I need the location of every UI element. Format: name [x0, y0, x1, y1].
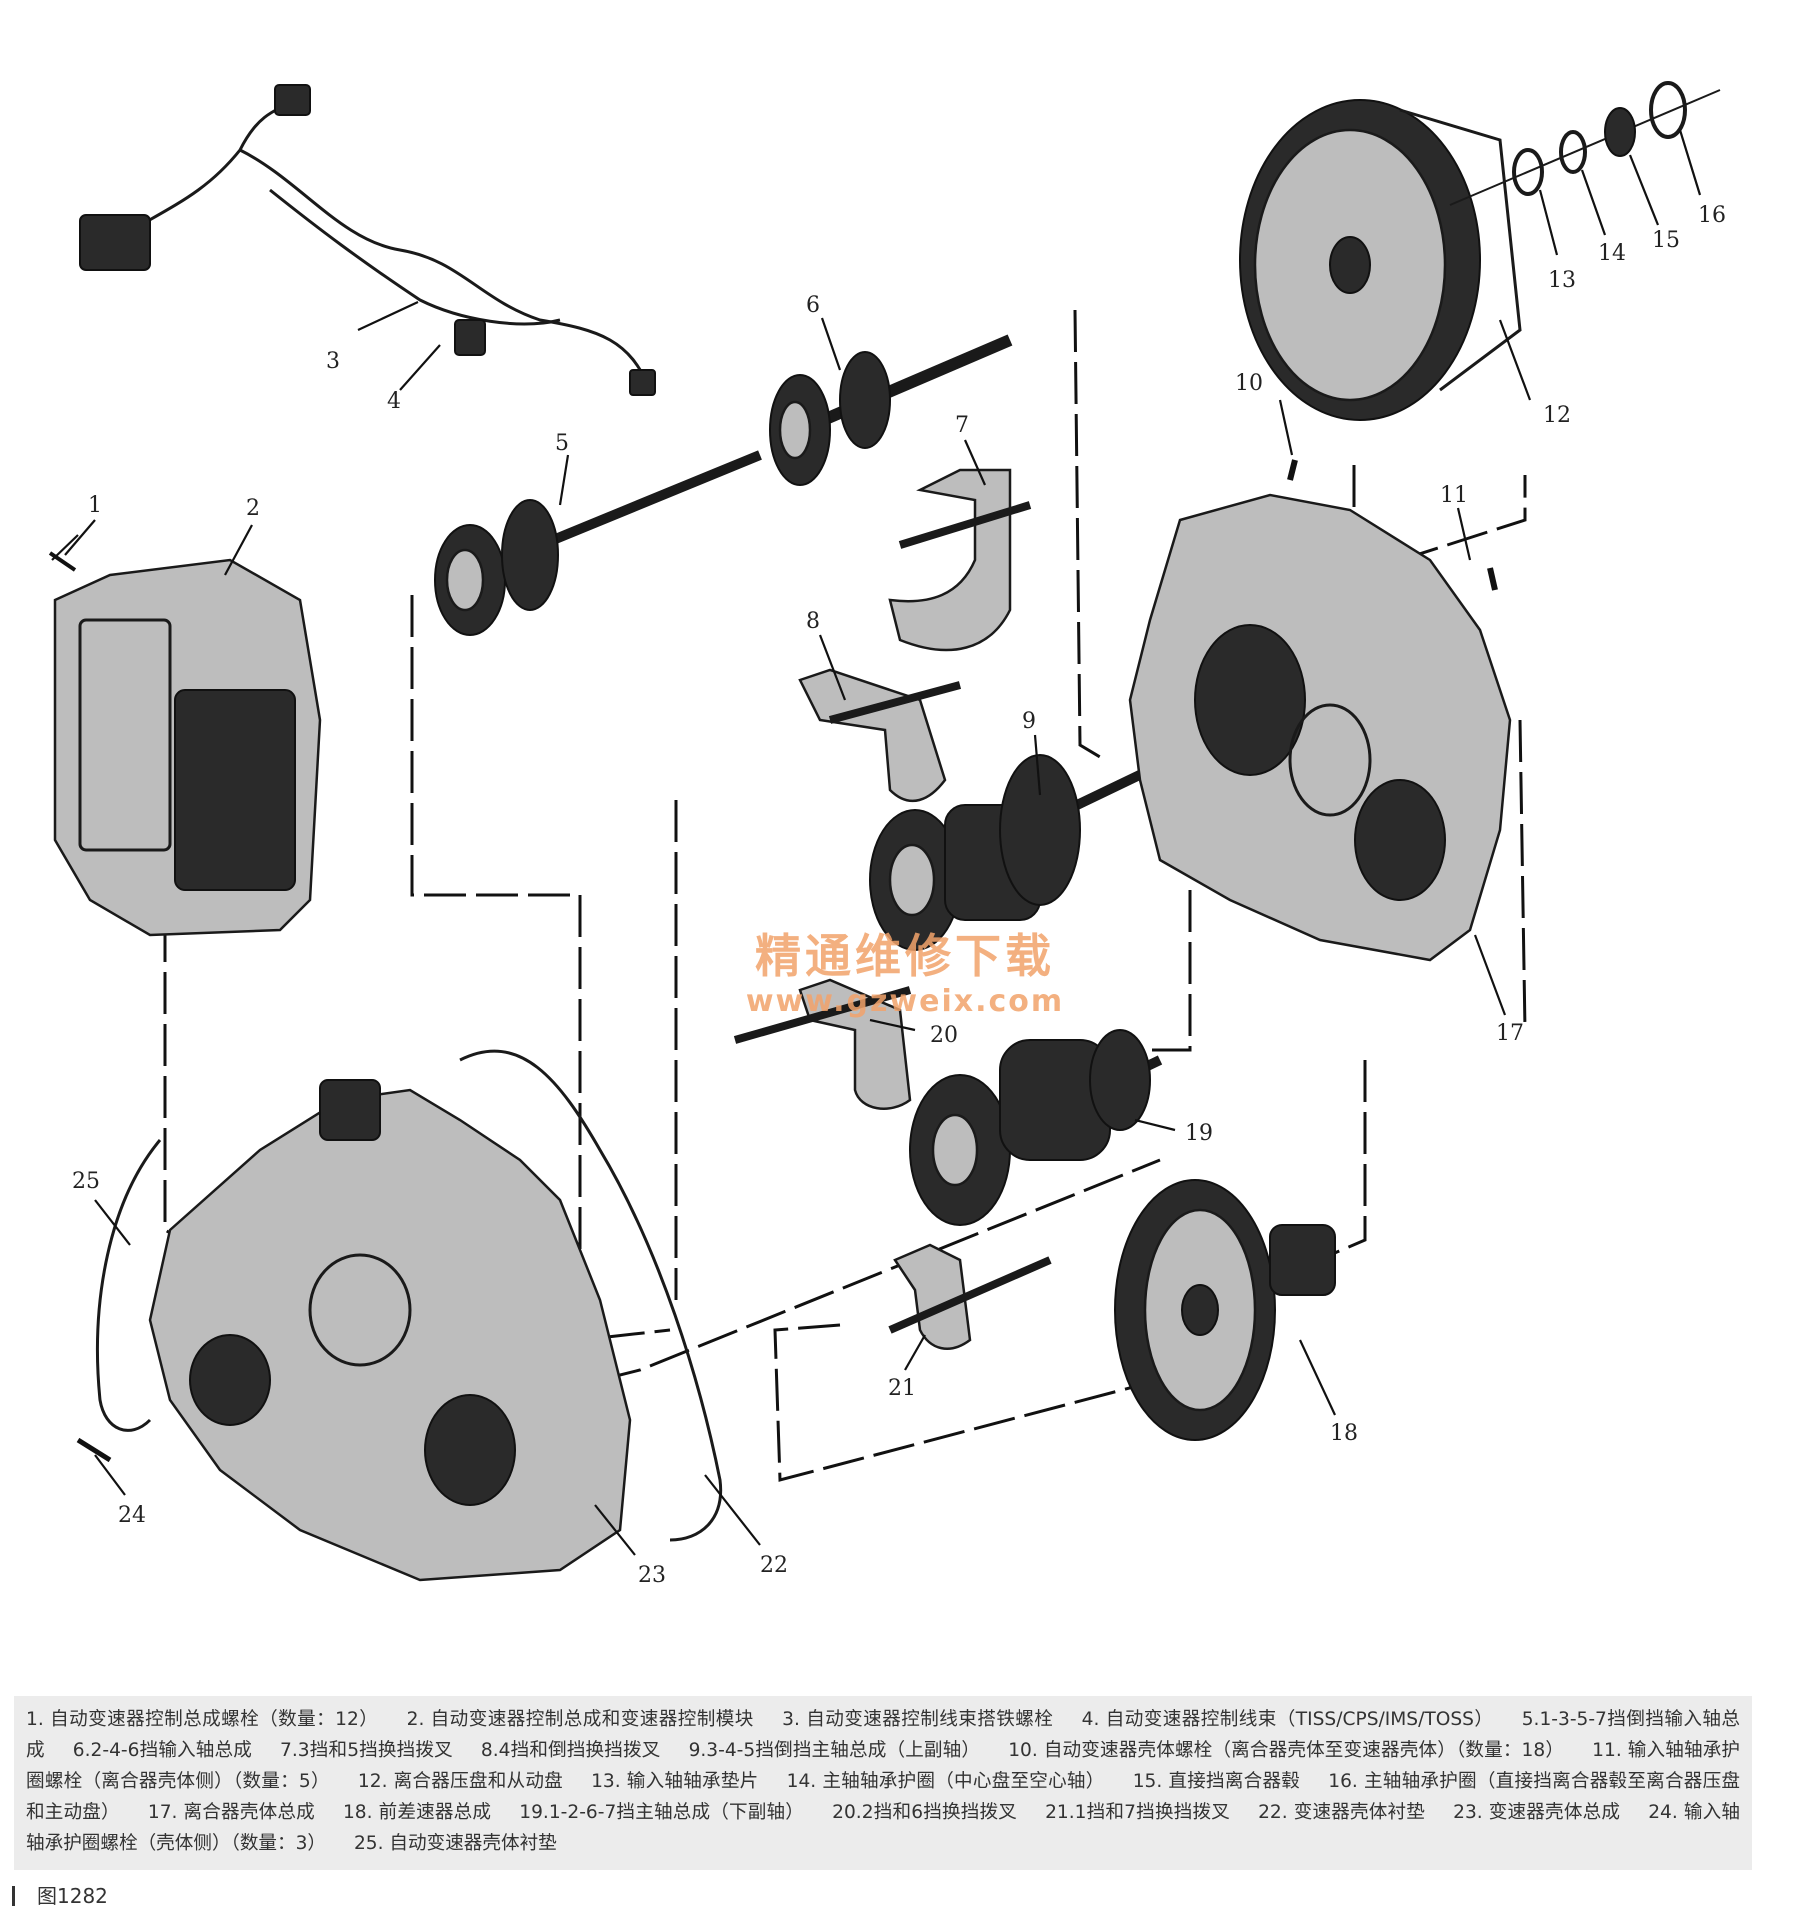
legend-item-9: 9.3-4-5挡倒挡主轴总成（上副轴） — [688, 1740, 981, 1761]
callout-7: 7 — [955, 413, 969, 438]
legend-item-7: 7.3挡和5挡换挡拨叉 — [280, 1740, 453, 1761]
callout-23: 23 — [638, 1563, 666, 1588]
exploded-transmission-diagram: 1 2 3 4 5 6 7 8 9 10 11 12 13 14 15 16 1… — [48, 81, 1726, 1588]
watermark: 精通维修下载 www.gzweix.com — [715, 920, 1095, 1019]
legend-item-16: 16. 主轴轴承护圈（直接挡离合器毂至离合器压盘和主动盘） — [26, 1771, 1741, 1823]
callout-22: 22 — [760, 1553, 788, 1578]
legend-item-5: 5.1-3-5-7挡倒挡输入轴总成 — [26, 1709, 1740, 1761]
legend-item-12: 12. 离合器压盘和从动盘 — [357, 1771, 563, 1792]
legend-item-23: 23. 变速器壳体总成 — [1453, 1802, 1621, 1823]
callout-3: 3 — [326, 349, 340, 374]
callout-20: 20 — [930, 1023, 958, 1048]
legend-item-2: 2. 自动变速器控制总成和变速器控制模块 — [406, 1709, 754, 1730]
callout-14: 14 — [1598, 241, 1626, 266]
callout-25: 25 — [72, 1169, 100, 1194]
legend-item-15: 15. 直接挡离合器毂 — [1132, 1771, 1301, 1792]
figure-number: 图1282 — [37, 1884, 108, 1908]
shift-forks — [733, 468, 1052, 1350]
legend-item-25: 25. 自动变速器壳体衬垫 — [353, 1833, 557, 1854]
input-shaft-1357 — [434, 450, 762, 636]
mainshaft-345R — [869, 754, 1153, 951]
legend-item-18: 18. 前差速器总成 — [342, 1802, 492, 1823]
watermark-url: www.gzweix.com — [745, 984, 1065, 1019]
parts-legend: 1. 自动变速器控制总成螺栓（数量：12） 2. 自动变速器控制总成和变速器控制… — [14, 1696, 1752, 1870]
caption-bar — [12, 1886, 15, 1906]
clutch-pressure-plate — [1239, 99, 1522, 421]
legend-item-8: 8.4挡和倒挡换挡拨叉 — [480, 1740, 661, 1761]
wiring-harness — [79, 84, 656, 396]
input-shaft-246 — [769, 334, 1013, 486]
front-differential — [1114, 1179, 1336, 1441]
legend-item-3: 3. 自动变速器控制线束搭铁螺栓 — [782, 1709, 1054, 1730]
legend-item-10: 10. 自动变速器壳体螺栓（离合器壳体至变速器壳体）（数量：18） — [1008, 1740, 1565, 1761]
legend-item-4: 4. 自动变速器控制线束（TISS/CPS/IMS/TOSS） — [1081, 1709, 1494, 1730]
callout-4: 4 — [387, 389, 401, 414]
callout-12: 12 — [1543, 403, 1571, 428]
legend-item-6: 6.2-4-6挡输入轴总成 — [72, 1740, 252, 1761]
legend-item-19: 19.1-2-6-7挡主轴总成（下副轴） — [519, 1802, 805, 1823]
transmission-case — [148, 1079, 632, 1582]
legend-item-14: 14. 主轴轴承护圈（中心盘至空心轴） — [786, 1771, 1105, 1792]
callout-17: 17 — [1496, 1021, 1524, 1046]
callout-18: 18 — [1330, 1421, 1358, 1446]
callout-8: 8 — [806, 609, 820, 634]
callout-labels: 1 2 3 4 5 6 7 8 9 10 11 12 13 14 15 16 1… — [72, 203, 1726, 1588]
shims-and-retainers — [1449, 81, 1721, 206]
leader-lines — [64, 129, 1702, 1556]
callout-1: 1 — [88, 493, 102, 518]
callout-6: 6 — [806, 293, 820, 318]
callout-19: 19 — [1185, 1121, 1213, 1146]
figure-caption: 图1282 — [12, 1880, 108, 1909]
callout-11: 11 — [1440, 483, 1468, 508]
legend-item-24: 24. 输入轴轴承护圈螺栓（壳体侧）（数量：3） — [26, 1802, 1740, 1854]
harness-connector-icon — [79, 214, 151, 271]
callout-15: 15 — [1652, 228, 1680, 253]
legend-item-13: 13. 输入轴轴承垫片 — [591, 1771, 759, 1792]
legend-item-1: 1. 自动变速器控制总成螺栓（数量：12） — [26, 1709, 379, 1730]
bolts — [48, 459, 1498, 1463]
callout-5: 5 — [555, 431, 569, 456]
control-module — [51, 534, 322, 937]
callout-16: 16 — [1698, 203, 1726, 228]
clutch-housing — [1128, 493, 1512, 962]
callout-2: 2 — [246, 496, 260, 521]
legend-item-20: 20.2挡和6挡换挡拨叉 — [832, 1802, 1018, 1823]
callout-9: 9 — [1022, 709, 1036, 734]
legend-item-22: 22. 变速器壳体衬垫 — [1258, 1802, 1426, 1823]
callout-13: 13 — [1548, 268, 1576, 293]
mainshaft-1267 — [909, 1029, 1163, 1226]
callout-24: 24 — [118, 1503, 146, 1528]
callout-21: 21 — [888, 1376, 916, 1401]
legend-item-21: 21.1挡和7挡换挡拨叉 — [1045, 1802, 1230, 1823]
case-gaskets — [96, 1049, 723, 1542]
legend-item-17: 17. 离合器壳体总成 — [147, 1802, 315, 1823]
watermark-title: 精通维修下载 — [755, 929, 1055, 983]
legend-item-11: 11. 输入轴轴承护圈螺栓（离合器壳体侧）（数量：5） — [26, 1740, 1741, 1792]
callout-10: 10 — [1235, 371, 1263, 396]
